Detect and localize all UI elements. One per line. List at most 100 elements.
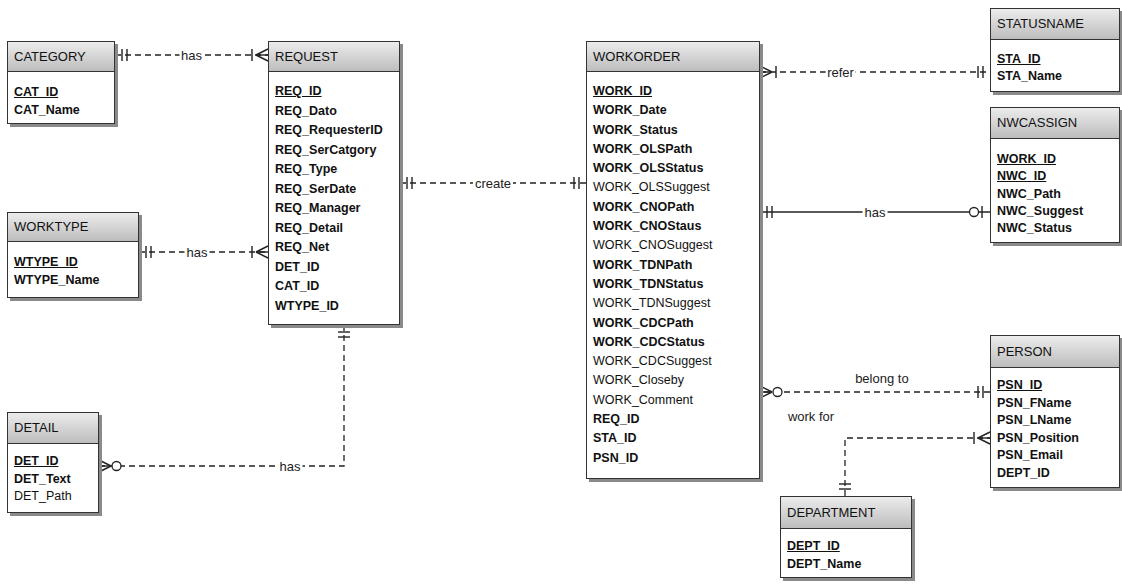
attribute: WORK_TDNSuggest: [593, 294, 751, 313]
attribute: REQ_Type: [275, 160, 391, 180]
attribute: REQ_Manager: [275, 199, 391, 219]
cardinality-marks: [99, 332, 350, 472]
entity-name: CATEGORY: [8, 42, 114, 72]
attribute: PSN_Position: [997, 430, 1111, 448]
attribute: WORK_CNOSuggest: [593, 236, 751, 255]
cardinality-stroke: [775, 66, 776, 78]
attribute: STA_Name: [997, 68, 1111, 85]
cardinality-stroke: [760, 66, 772, 72]
cardinality-stroke: [578, 177, 579, 189]
attribute: WORK_CDCStatus: [593, 333, 751, 352]
attribute: CAT_ID: [275, 277, 391, 297]
attribute-list: WORK_IDWORK_DateWORK_StatusWORK_OLSPathW…: [587, 72, 759, 478]
entity-box: DEPARTMENTDEPT_IDDEPT_Name: [780, 496, 912, 578]
attribute: DEPT_Name: [787, 556, 903, 574]
key-attribute: PSN_ID: [997, 377, 1111, 395]
cardinality-stroke: [982, 386, 983, 398]
cardinality-stroke: [760, 392, 772, 398]
attribute: PSN_ID: [593, 449, 751, 468]
cardinality-circle: [112, 462, 121, 471]
entity-box: DETAILDET_IDDET_TextDET_Path: [7, 412, 99, 513]
cardinality-stroke: [256, 246, 268, 252]
key-attribute: REQ_ID: [275, 82, 391, 102]
attribute: DEPT_ID: [997, 465, 1111, 483]
cardinality-stroke: [256, 251, 268, 252]
cardinality-stroke: [126, 49, 127, 61]
cardinality-stroke: [978, 432, 990, 438]
attribute-list: DET_IDDET_TextDET_Path: [8, 444, 98, 512]
attribute: REQ_RequesterID: [275, 121, 391, 141]
key-attribute: WORK_ID: [593, 82, 751, 101]
entity-box: WORKORDERWORK_IDWORK_DateWORK_StatusWORK…: [586, 41, 760, 479]
entity-name: STATUSNAME: [991, 9, 1119, 40]
entity-name: REQUEST: [269, 42, 399, 72]
attribute-list: DEPT_IDDEPT_Name: [781, 529, 911, 577]
relationship-label: has: [863, 205, 888, 220]
relationship-line: [760, 391, 990, 392]
attribute: REQ_ID: [593, 410, 751, 429]
relationship-label: create: [473, 176, 513, 191]
attribute: PSN_FName: [997, 395, 1111, 413]
attribute: REQ_SerDate: [275, 180, 391, 200]
cardinality-stroke: [411, 177, 412, 189]
entity-box: CATEGORYCAT_IDCAT_Name: [7, 41, 115, 124]
cardinality-stroke: [978, 437, 990, 438]
cardinality-stroke: [256, 49, 268, 55]
cardinality-marks: [760, 386, 983, 398]
cardinality-stroke: [338, 331, 350, 332]
attribute: REQ_Detail: [275, 219, 391, 239]
cardinality-stroke: [973, 432, 974, 444]
attribute: NWC_Path: [997, 186, 1111, 203]
cardinality-stroke: [121, 49, 122, 61]
relationship-line: [760, 71, 990, 72]
entity-name: NWCASSIGN: [991, 108, 1119, 139]
entity-name: PERSON: [991, 336, 1119, 368]
key-attribute: WTYPE_ID: [14, 253, 130, 271]
attribute: WORK_Date: [593, 101, 751, 120]
relationship-label: has: [278, 459, 303, 474]
key-attribute: DET_ID: [14, 453, 90, 471]
cardinality-stroke: [99, 465, 111, 466]
attribute: NWC_Suggest: [997, 203, 1111, 220]
cardinality-stroke: [251, 49, 252, 61]
relationship-line: [99, 325, 344, 466]
entity-box: WORKTYPE WTYPE_IDWTYPE_Name: [7, 212, 139, 298]
entity-box: PERSON PSN_IDPSN_FNamePSN_LNamePSN_Positi…: [990, 335, 1120, 488]
key-attribute: DEPT_ID: [787, 538, 903, 556]
cardinality-stroke: [256, 252, 268, 258]
attribute: DET_ID: [275, 258, 391, 278]
entity-name: WORKTYPE: [8, 213, 138, 242]
cardinality-stroke: [256, 55, 268, 61]
cardinality-stroke: [150, 246, 151, 258]
entity-box: NWCASSIGNWORK_IDNWC_IDNWC_PathNWC_Sugges…: [990, 107, 1120, 243]
cardinality-marks: [839, 432, 990, 489]
attribute: PSN_LName: [997, 412, 1111, 430]
entity-name: WORKORDER: [587, 42, 759, 72]
cardinality-stroke: [977, 386, 978, 398]
key-attribute: NWC_ID: [997, 168, 1111, 185]
cardinality-stroke: [256, 54, 268, 55]
relationship-label: has: [179, 48, 204, 63]
cardinality-stroke: [978, 438, 990, 444]
attribute: WORK_CDCPath: [593, 314, 751, 333]
entity-box: STATUSNAMESTA_IDSTA_Name: [990, 8, 1120, 92]
attribute-list: STA_IDSTA_Name: [991, 40, 1119, 91]
attribute: WORK_CDCSuggest: [593, 352, 751, 371]
attribute: REQ_SerCatgory: [275, 141, 391, 161]
cardinality-circle: [970, 208, 979, 217]
relationship-label: belong to: [853, 371, 911, 386]
attribute: DET_Text: [14, 471, 90, 489]
cardinality-stroke: [338, 336, 350, 337]
cardinality-stroke: [977, 66, 978, 78]
entity-box: REQUESTREQ_IDREQ_DatoREQ_RequesterIDREQ_…: [268, 41, 400, 325]
entity-name: DEPARTMENT: [781, 497, 911, 529]
cardinality-stroke: [573, 177, 574, 189]
cardinality-stroke: [839, 488, 851, 489]
cardinality-stroke: [145, 246, 146, 258]
attribute: REQ_Net: [275, 238, 391, 258]
attribute: WTYPE_Name: [14, 271, 130, 289]
attribute: NWC_Status: [997, 220, 1111, 237]
relationship-label: work for: [786, 409, 836, 424]
